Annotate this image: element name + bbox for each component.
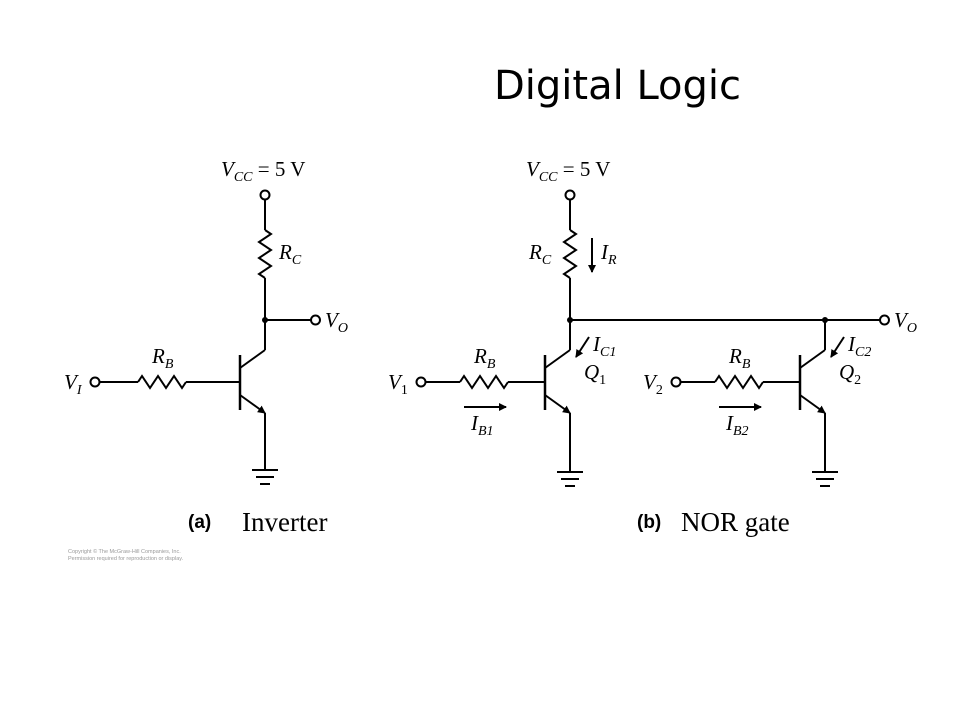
vcc-terminal-b: [564, 189, 576, 201]
rb-label-q2: RB: [728, 344, 751, 372]
inverter-labels: VCC = 5 V RC VO RB VI: [64, 157, 348, 398]
nor-gate-labels: VCC = 5 V RC IR VO IC1 Q1 RB V1 IB1 IC2: [388, 157, 917, 439]
nor-gate-circuit: [415, 189, 890, 487]
vi-terminal-a: [89, 376, 101, 388]
copyright-line-1: Copyright © The McGraw-Hill Companies, I…: [68, 549, 181, 555]
copyright-line-2: Permission required for reproduction or …: [68, 556, 184, 562]
rb-resistor-q2: [714, 374, 764, 390]
ib2-label: IB2: [725, 411, 749, 439]
vo-label-b: VO: [894, 308, 917, 336]
vcc-label-a: VCC = 5 V: [221, 157, 305, 185]
vo-terminal-a: [310, 314, 321, 326]
ic2-label: IC2: [847, 332, 871, 360]
ground-a: [252, 469, 278, 485]
copyright-notice: Copyright © The McGraw-Hill Companies, I…: [68, 549, 183, 563]
vcc-label-b: VCC = 5 V: [526, 157, 610, 185]
vcc-terminal-a: [259, 189, 271, 201]
rc-resistor-a: [257, 229, 273, 279]
transistor-emitter-a: [239, 394, 266, 414]
ir-label: IR: [600, 240, 617, 268]
ib1-label: IB1: [470, 411, 494, 439]
q2-label: Q2: [839, 360, 861, 388]
inverter-circuit: [89, 189, 321, 485]
rb-resistor-a: [137, 374, 187, 390]
ic2-arrow: [830, 336, 845, 358]
v1-label: V1: [388, 370, 408, 398]
rc-label-b: RC: [528, 240, 552, 268]
slide-title: Digital Logic: [494, 63, 741, 109]
v2-label: V2: [643, 370, 663, 398]
ic1-arrow: [575, 336, 590, 358]
rb-label-q1: RB: [473, 344, 496, 372]
rb-label-a: RB: [151, 344, 174, 372]
caption-tag-a: (a): [188, 512, 212, 533]
vo-terminal-b: [879, 314, 890, 326]
caption-tag-b: (b): [637, 512, 662, 533]
caption-inverter: Inverter: [242, 507, 328, 537]
rb-resistor-q1: [459, 374, 509, 390]
transistor-emitter-q2: [799, 394, 826, 414]
ground-q1: [557, 471, 583, 487]
rc-resistor-b: [562, 229, 578, 279]
vi-label-a: VI: [64, 370, 83, 398]
v1-terminal: [415, 376, 427, 388]
vo-label-a: VO: [325, 308, 348, 336]
caption-nor-gate: NOR gate: [681, 507, 790, 537]
ic1-label: IC1: [592, 332, 616, 360]
transistor-emitter-q1: [544, 394, 571, 414]
ground-q2: [812, 471, 838, 487]
q1-label: Q1: [584, 360, 606, 388]
rc-label-a: RC: [278, 240, 302, 268]
v2-terminal: [670, 376, 682, 388]
